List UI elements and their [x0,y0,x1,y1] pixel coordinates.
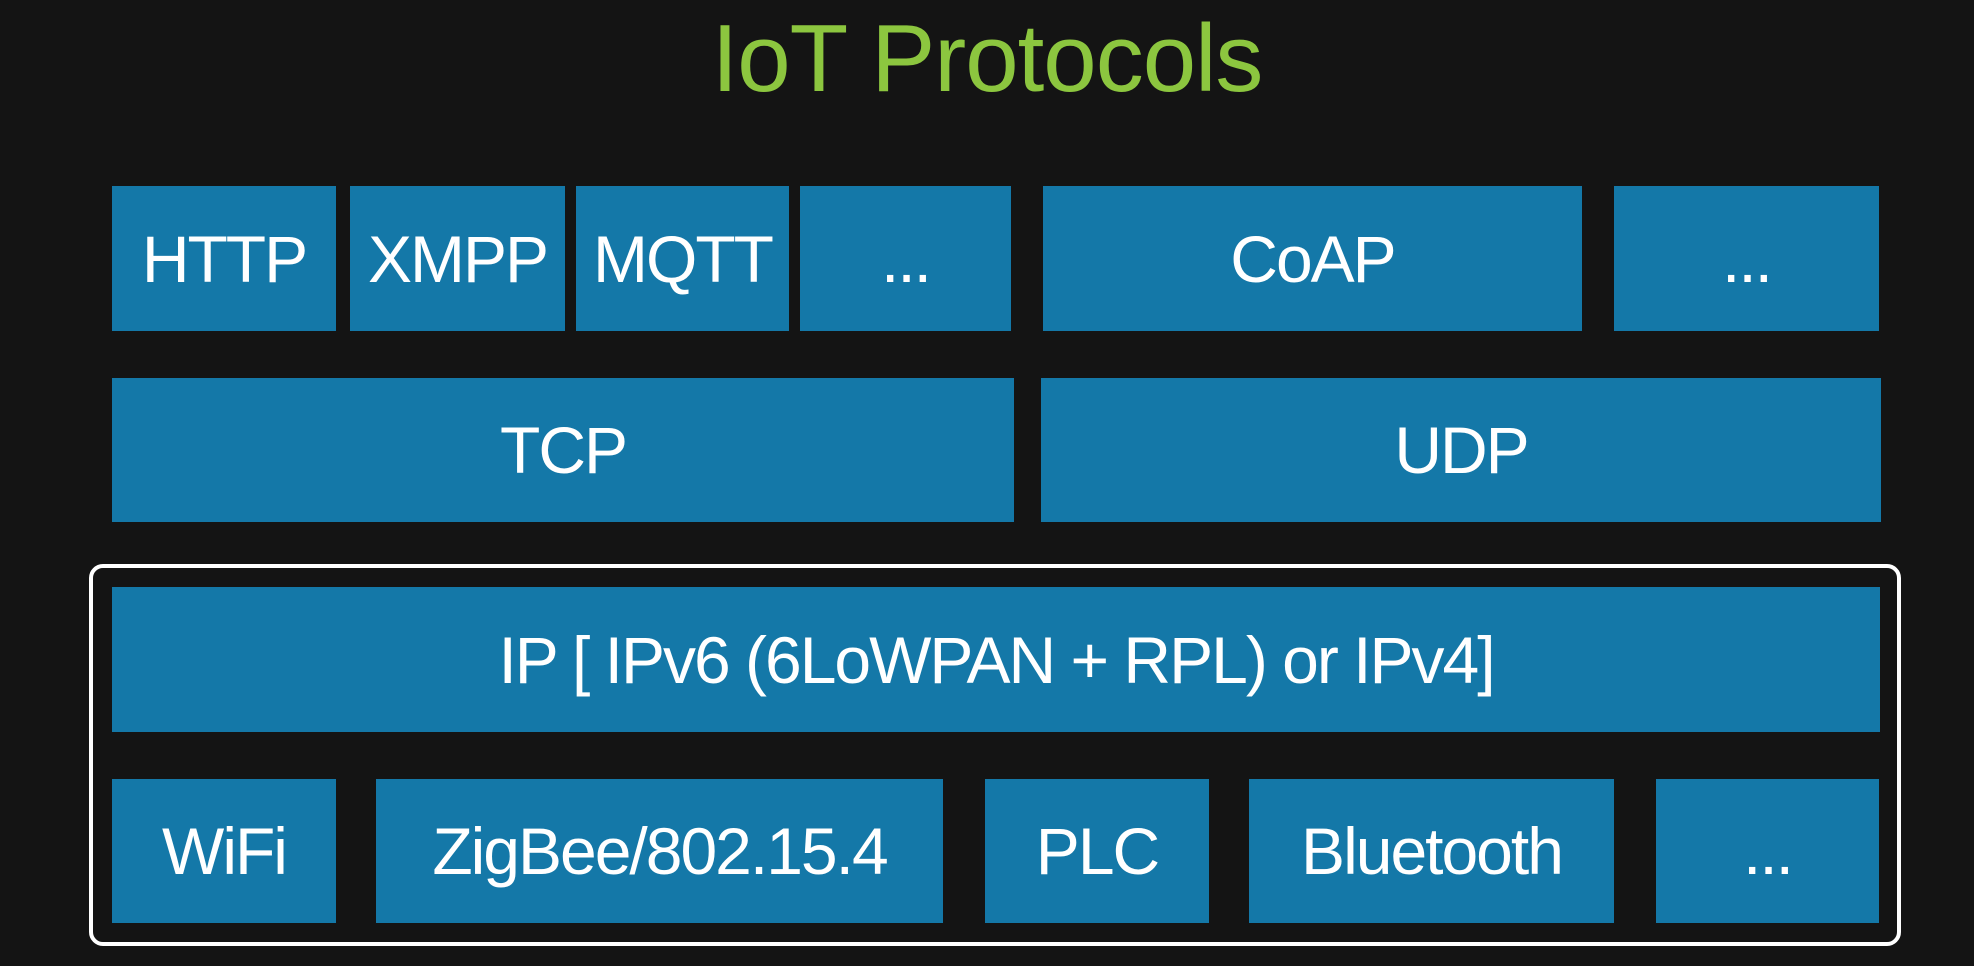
plc-box: PLC [985,779,1209,923]
coap-box: CoAP [1043,186,1582,331]
link-more-box: ... [1656,779,1879,923]
udp-box: UDP [1041,378,1881,522]
ip-stack-frame [89,564,1901,946]
tcp-app-more-box: ... [800,186,1011,331]
http-box: HTTP [112,186,336,331]
wifi-box: WiFi [112,779,336,923]
udp-app-more-box: ... [1614,186,1879,331]
mqtt-box: MQTT [576,186,789,331]
bluetooth-box: Bluetooth [1249,779,1614,923]
diagram-title: IoT Protocols [711,5,1264,112]
xmpp-box: XMPP [350,186,565,331]
zigbee-box: ZigBee/802.15.4 [376,779,943,923]
tcp-box: TCP [112,378,1014,522]
ip-box: IP [ IPv6 (6LoWPAN + RPL) or IPv4] [112,587,1880,732]
